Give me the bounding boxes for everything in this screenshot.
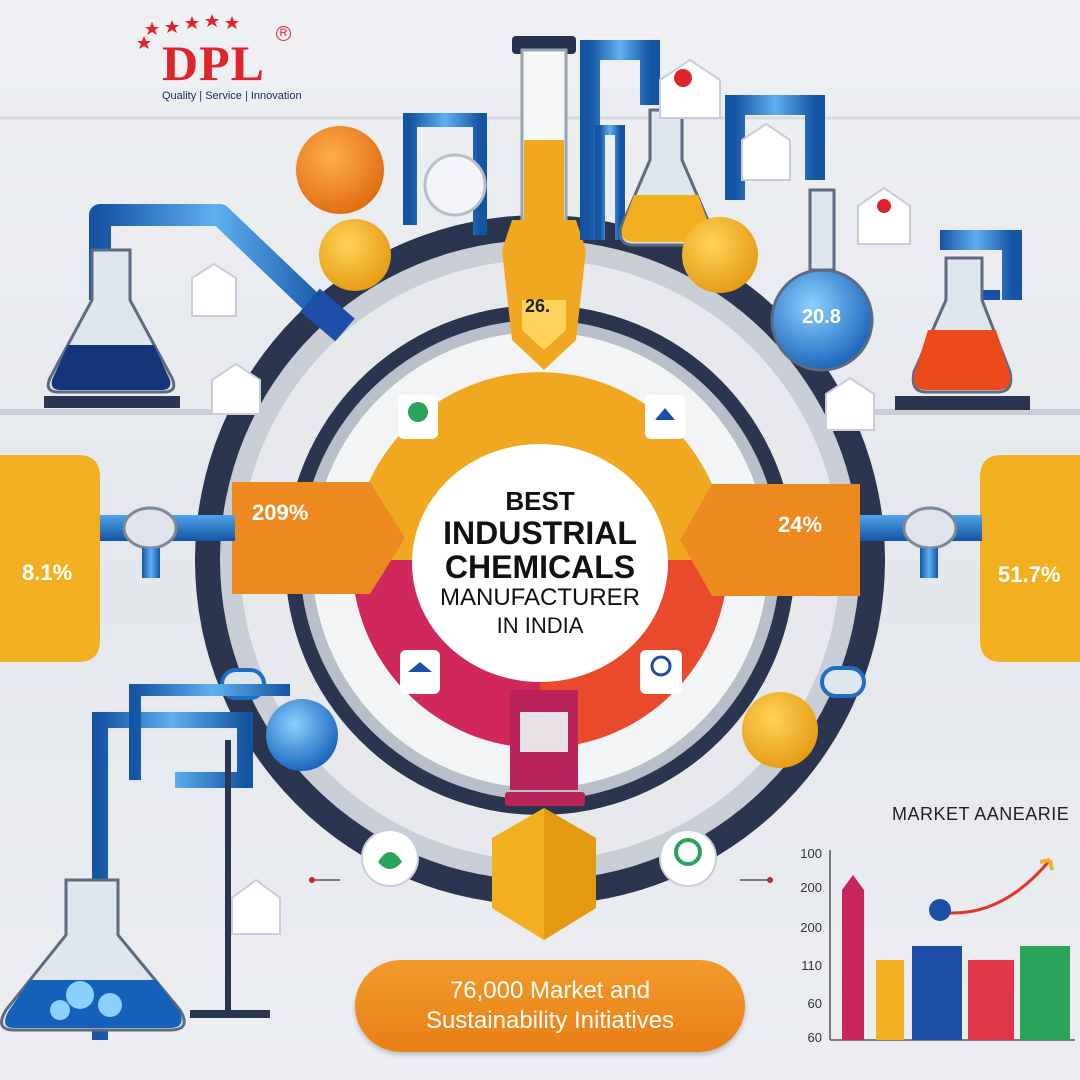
y-tick: 200 [800, 920, 822, 935]
far-right-stat: 51.7% [998, 562, 1061, 587]
right-arrow-panel [680, 484, 860, 596]
banner-line-2: Sustainability Initiatives [425, 1007, 675, 1034]
mkt-bar-5 [1020, 946, 1070, 1040]
round-flask [770, 268, 874, 372]
top-arrow-banner [502, 220, 586, 370]
y-tick: 200 [800, 880, 822, 895]
stars-icon [137, 14, 239, 49]
dpl-logo: DPL R Quality | Service | Innovation [130, 14, 302, 109]
title-line-5: IN INDIA [496, 613, 584, 638]
y-tick: 60 [807, 996, 822, 1011]
far-left-stat: 8.1% [22, 560, 73, 585]
mkt-bar-2 [876, 960, 904, 1040]
y-tick: 100 [800, 846, 822, 861]
banner-line-1: 76,000 Market and [449, 977, 651, 1004]
y-tick: 60 [807, 1030, 822, 1045]
right-panel-stat: 24% [778, 512, 823, 537]
title-line-2: INDUSTRIAL [443, 515, 637, 551]
title-line-3: CHEMICALS [444, 549, 636, 585]
brand-name: DPL [162, 35, 265, 91]
far-left-panel [0, 455, 100, 662]
market-chart-title: MARKET AANEARIE [892, 804, 1070, 824]
round-flask-stat: 20.8 [802, 306, 841, 328]
left-arrow-panel [232, 482, 405, 594]
title-line-4: MANUFACTURER [439, 584, 640, 611]
title-line-1: BEST [505, 486, 575, 516]
ball-orange-tl [296, 126, 384, 214]
bottom-banner: 76,000 Market and Sustainability Initiat… [355, 960, 745, 1052]
brand-tagline: Quality | Service | Innovation [162, 90, 302, 102]
mkt-bar-4 [968, 960, 1014, 1040]
far-right-panel [980, 455, 1080, 662]
y-tick: 110 [801, 958, 822, 973]
mkt-bar-3 [912, 946, 962, 1040]
registered-mark: R [276, 26, 291, 41]
top-tube-stat: 26. [525, 296, 551, 316]
left-panel-stat: 209% [252, 500, 309, 525]
center-title: BEST INDUSTRIAL CHEMICALS MANUFACTURER I… [412, 444, 668, 682]
mkt-bar-1 [842, 890, 864, 1040]
